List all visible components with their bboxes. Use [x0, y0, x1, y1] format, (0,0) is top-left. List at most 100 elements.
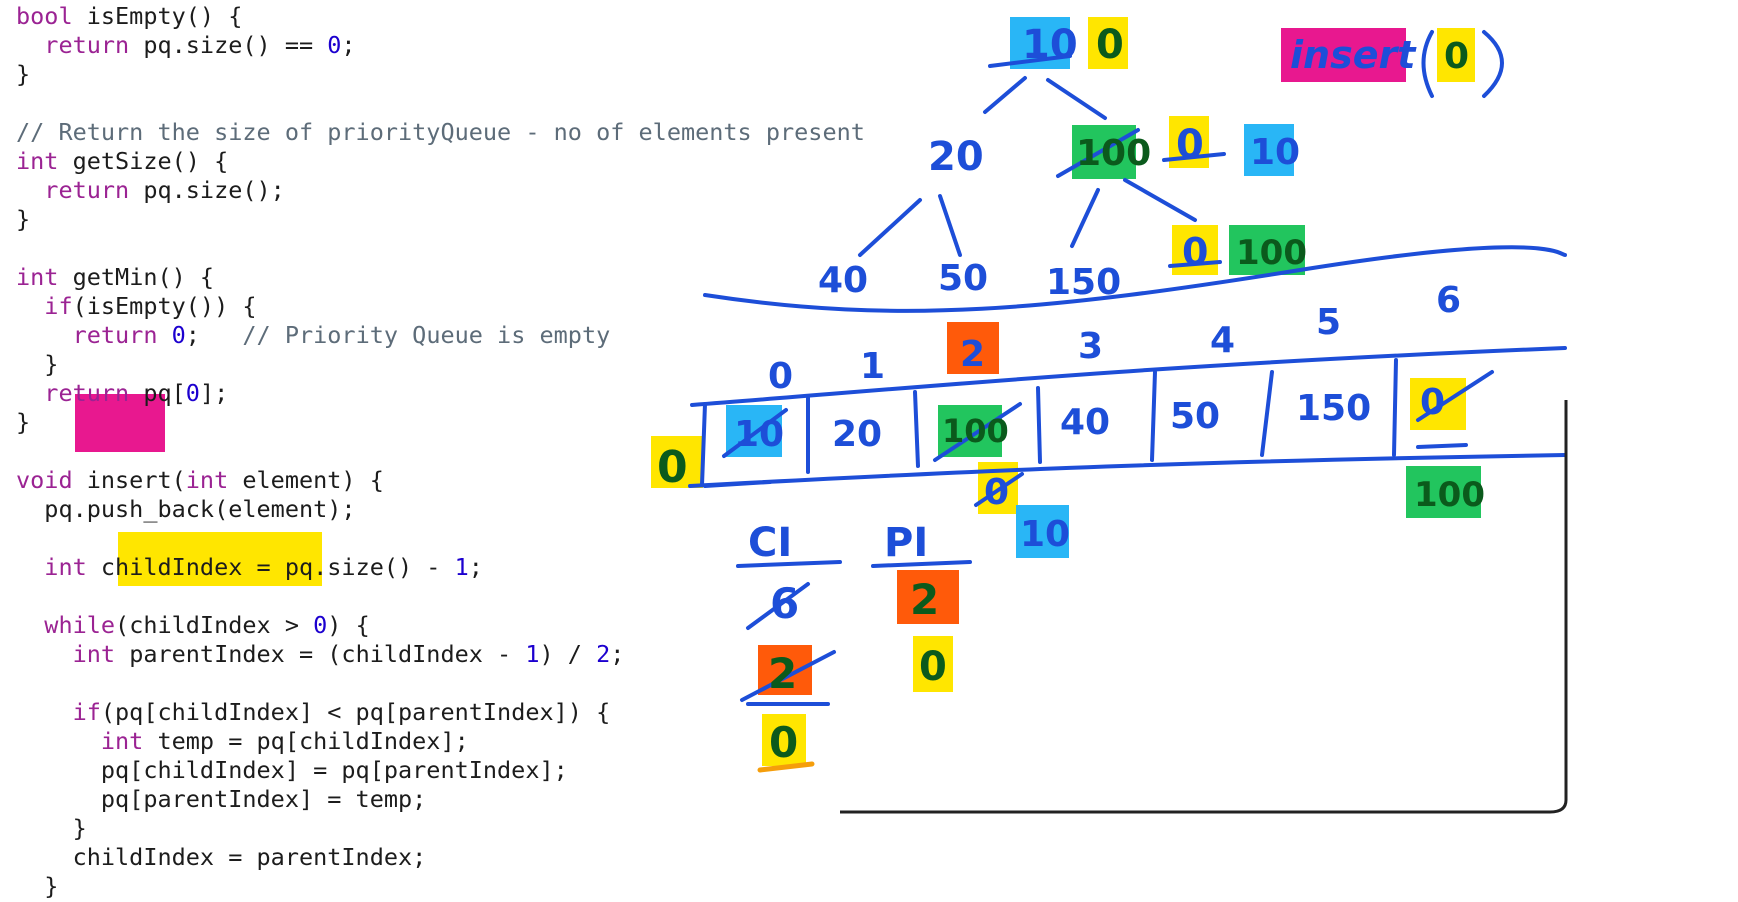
array-divider-0: [700, 402, 707, 487]
ci-underline: [736, 560, 842, 568]
code-line: int parentIndex = (childIndex - 1) / 2;: [16, 640, 865, 669]
strike-leaf-zero: [1168, 260, 1222, 268]
code-token: ];: [199, 379, 229, 407]
code-token: if: [72, 698, 101, 726]
array-divider-3: [1036, 386, 1042, 464]
strike-right-zero: [1162, 152, 1226, 162]
code-token: insert(: [72, 466, 186, 494]
tree-edge-root-left: [983, 76, 1027, 114]
code-token: 0: [327, 31, 342, 59]
code-token: int: [44, 553, 87, 581]
code-line: }: [16, 60, 865, 89]
array-left-new: 0: [657, 442, 688, 493]
code-editor: bool isEmpty() { return pq.size() == 0;}…: [16, 2, 865, 901]
array-divider-5: [1260, 370, 1274, 457]
code-line: bool isEmpty() {: [16, 2, 865, 31]
code-line: pq[parentIndex] = temp;: [16, 785, 865, 814]
strike-root: [988, 54, 1072, 68]
code-token: }: [16, 60, 31, 88]
code-line: return 0; // Priority Queue is empty: [16, 321, 865, 350]
code-token: return: [44, 176, 130, 204]
code-token: parentIndex = (childIndex -: [115, 640, 526, 668]
code-token: int: [72, 640, 116, 668]
code-token: 2: [596, 640, 611, 668]
code-token: 0: [171, 321, 186, 349]
code-token: ) {: [327, 611, 370, 639]
insert-paren-left: [1421, 30, 1434, 98]
code-token: }: [16, 814, 87, 842]
code-token: int: [100, 727, 144, 755]
array-cell: 150: [1296, 388, 1371, 429]
code-token: 0: [313, 611, 328, 639]
code-token: temp = pq[childIndex];: [143, 727, 469, 755]
tree-base-curve: [703, 245, 1567, 313]
under-array-6: [1416, 443, 1468, 449]
highlight-green-array-2: [938, 405, 1002, 457]
code-line: int getSize() {: [16, 147, 865, 176]
code-line: if(isEmpty()) {: [16, 292, 865, 321]
array-cell: 0: [1420, 382, 1445, 423]
code-token: ;: [468, 553, 483, 581]
code-line: }: [16, 350, 865, 379]
insert-arg: 0: [1444, 36, 1469, 77]
code-line: pq[childIndex] = pq[parentIndex];: [16, 756, 865, 785]
code-line: }: [16, 408, 865, 437]
code-token: // Return the size of priorityQueue - no…: [16, 118, 865, 146]
tree-edge-right-1: [1070, 188, 1100, 248]
page-edge: [840, 400, 1568, 814]
code-token: int: [16, 147, 59, 175]
code-line: }: [16, 205, 865, 234]
index-label: 3: [1078, 326, 1103, 367]
code-token: }: [16, 205, 31, 233]
code-line: int getMin() {: [16, 263, 865, 292]
index-label: 1: [860, 346, 885, 387]
code-line: childIndex = parentIndex;: [16, 843, 865, 872]
pi-label: PI: [884, 520, 928, 566]
code-token: (childIndex >: [115, 611, 314, 639]
highlight-yellow-insert-arg: [1437, 28, 1475, 82]
code-token: element) {: [228, 466, 384, 494]
index-label: 5: [1316, 302, 1341, 343]
index-label: 2: [960, 334, 985, 375]
leaf-new: 100: [1236, 233, 1307, 273]
code-line: pq.push_back(element);: [16, 495, 865, 524]
code-token: isEmpty() {: [72, 2, 243, 30]
strike-right: [1056, 128, 1140, 178]
code-token: 1: [525, 640, 540, 668]
code-line: return pq.size() == 0;: [16, 31, 865, 60]
tree-root: 10: [1022, 22, 1078, 68]
index-label: 4: [1210, 320, 1235, 361]
code-token: 1: [454, 553, 469, 581]
insert-title: insert: [1290, 33, 1417, 77]
code-token: if: [44, 292, 73, 320]
ci-value-6: 6: [770, 579, 799, 628]
array-cell: 50: [1170, 396, 1220, 437]
code-token: int: [16, 263, 59, 291]
tree-edge-right-2: [1123, 178, 1197, 222]
strike-array-6: [1416, 370, 1494, 422]
code-line: int temp = pq[childIndex];: [16, 727, 865, 756]
code-token: int: [185, 466, 229, 494]
highlight-cyan-below-2-new: [1016, 505, 1069, 558]
array-cell: 20: [832, 414, 882, 455]
highlight-yellow-pi-0: [913, 636, 953, 692]
code-token: childIndex = parentIndex;: [16, 843, 427, 871]
array-bottom-border: [688, 453, 1567, 488]
code-token: }: [16, 408, 31, 436]
code-line: void insert(int element) {: [16, 466, 865, 495]
ci-value-2: 2: [768, 649, 797, 698]
leaf-new-struck: 0: [1182, 230, 1208, 274]
code-token: while: [44, 611, 116, 639]
highlight-yellow-root-new: [1088, 17, 1128, 69]
strike-below-2: [974, 472, 1024, 507]
code-token: // Priority Queue is empty: [242, 321, 611, 349]
code-line: if(pq[childIndex] < pq[parentIndex]) {: [16, 698, 865, 727]
code-token: pq.size();: [129, 176, 285, 204]
code-token: pq[childIndex] = pq[parentIndex];: [16, 756, 568, 784]
code-token: getMin() {: [58, 263, 215, 291]
leaf-40: 40: [818, 260, 868, 301]
highlight-green-below-6: [1406, 466, 1481, 518]
ci-value-0: 0: [769, 718, 798, 767]
